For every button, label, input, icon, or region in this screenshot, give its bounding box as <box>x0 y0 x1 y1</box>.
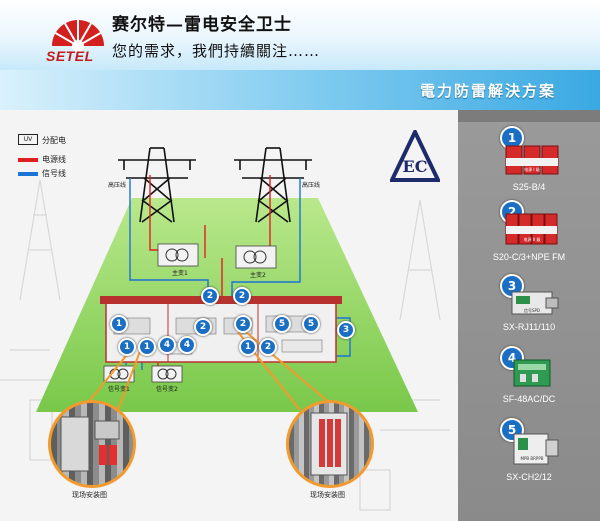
signal-transformer-2 <box>151 365 183 383</box>
install-photo-left <box>48 400 136 488</box>
product-5-name: SX-CH2/12 <box>506 472 552 482</box>
badge-1-left: 1 <box>110 315 128 333</box>
power-line-swatch <box>18 158 38 162</box>
legend-label-uv: 分配电 <box>42 136 66 145</box>
brand-name: SETEL <box>46 48 94 64</box>
badge-5-left: 5 <box>273 315 291 333</box>
badge-4-right: 4 <box>178 336 196 354</box>
solution-title: 電力防雷解決方案 <box>419 82 556 100</box>
tower-2-label: 高压线 <box>302 182 321 189</box>
product-2-name: S20-C/3+NPE FM <box>492 252 566 262</box>
product-1[interactable]: 1 电源 I 级 S25-B/4 <box>458 124 600 199</box>
badge-2-upper-right: 2 <box>233 287 251 305</box>
badge-2-right: 2 <box>234 315 252 333</box>
photo-caption-right: 现场安装图 <box>310 491 345 499</box>
product-3-name: SX-RJ11/110 <box>502 322 556 332</box>
product-5-number: 5 <box>500 418 524 442</box>
tower-1-label: 高压线 <box>108 182 127 189</box>
product-4[interactable]: 4 SF-48AC/DC <box>458 344 600 419</box>
slogan-line-2: 您的需求，我們持續關注…… <box>112 42 321 60</box>
install-photo-right-detail <box>310 412 348 476</box>
badge-2-upper-left: 2 <box>201 287 219 305</box>
product-5[interactable]: 5 MPB BRPPB SX-CH2/12 <box>458 416 600 491</box>
product-4-name: SF-48AC/DC <box>502 394 556 404</box>
badge-1-lower-c: 1 <box>239 338 257 356</box>
ec-logo-icon: EC <box>390 130 440 182</box>
main-transformer-2 <box>235 245 277 269</box>
product-4-number: 4 <box>500 346 524 370</box>
signal-transformer-2-label: 信号变2 <box>156 386 178 393</box>
product-3-device-text: 信号SPD <box>524 307 540 313</box>
badge-4-left: 4 <box>158 336 176 354</box>
setel-logo-icon <box>52 20 104 52</box>
slogan-line-1: 赛尔特—雷电安全卫士 <box>112 15 292 35</box>
photo-caption-left: 现场安装图 <box>72 491 107 499</box>
signal-transformer-1 <box>103 365 135 383</box>
background-structures <box>0 179 450 511</box>
product-3-device-icon: 信号SPD <box>511 291 559 315</box>
transmission-tower-2 <box>234 147 312 223</box>
uv-tag: UV <box>18 134 38 145</box>
product-4-device-icon <box>513 359 551 387</box>
product-1-name: S25-B/4 <box>512 182 546 192</box>
legend-label-power: 电源线 <box>42 155 66 164</box>
product-2[interactable]: 2 电源 II 级 S20-C/3+NPE FM <box>458 198 600 273</box>
install-photo-left-detail <box>60 416 120 472</box>
badge-1-lower-b: 1 <box>138 338 156 356</box>
badge-3: 3 <box>337 321 355 339</box>
product-5-device-icon: MPB BRPPB <box>513 433 559 465</box>
signal-line-swatch <box>18 172 38 176</box>
badge-5-right: 5 <box>302 315 320 333</box>
product-5-device-text: MPB BRPPB <box>521 456 544 461</box>
svg-text:EC: EC <box>403 157 428 176</box>
header-band <box>0 70 600 110</box>
badge-1-lower-a: 1 <box>118 338 136 356</box>
main-transformer-2-label: 主变2 <box>250 272 266 279</box>
product-2-device-icon: 电源 II 级 <box>505 213 558 245</box>
install-photo-right <box>286 400 374 488</box>
product-2-device-text: 电源 II 级 <box>524 236 541 242</box>
legend-label-signal: 信号线 <box>42 169 66 178</box>
signal-transformer-1-label: 信号变1 <box>108 386 130 393</box>
transmission-tower-1 <box>118 147 196 223</box>
badge-2-center: 2 <box>194 318 212 336</box>
badge-2-lower: 2 <box>259 338 277 356</box>
main-transformer-1-label: 主变1 <box>172 270 188 277</box>
product-1-device-text: 电源 I 级 <box>524 166 540 172</box>
product-1-device-icon: 电源 I 级 <box>505 145 559 175</box>
main-transformer-1 <box>157 243 199 267</box>
product-3[interactable]: 3 信号SPD SX-RJ11/110 <box>458 272 600 347</box>
sidebar-top-strip <box>458 110 600 122</box>
